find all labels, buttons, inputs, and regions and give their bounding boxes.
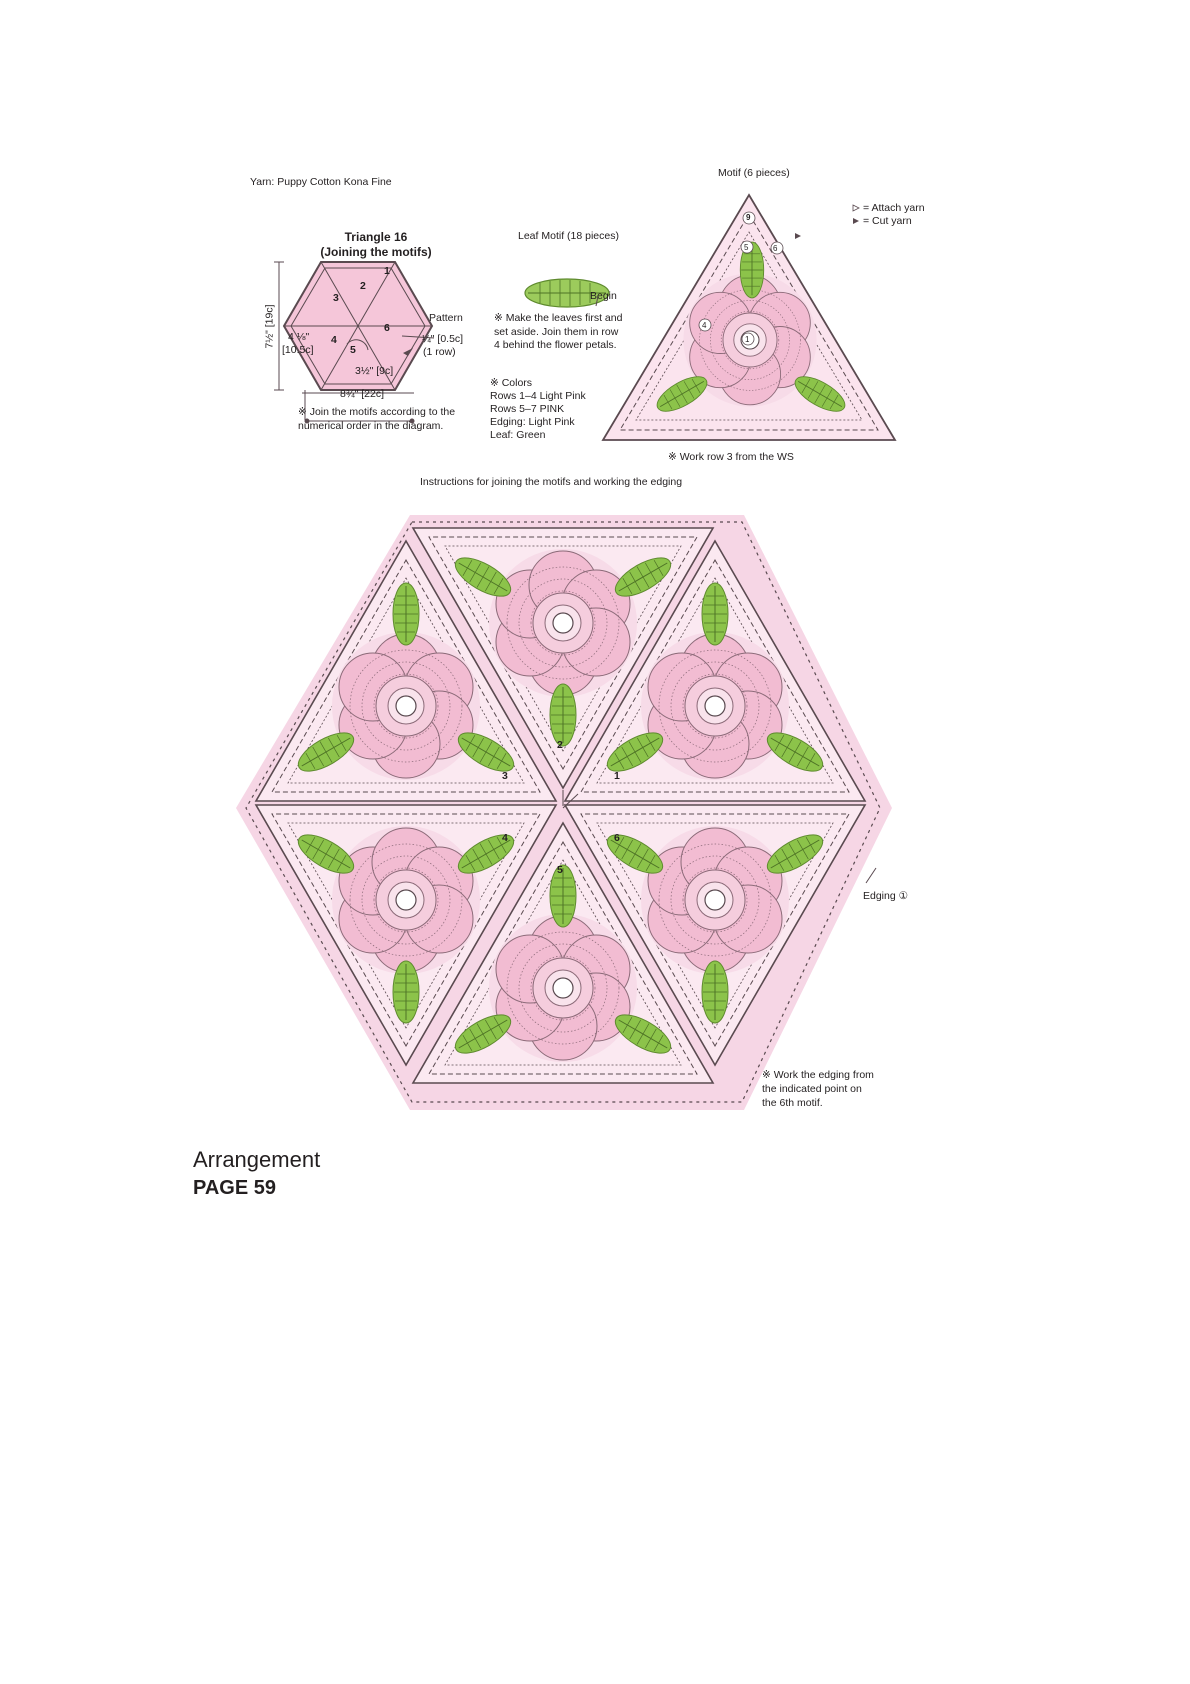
segment-label-5: 5 xyxy=(350,344,356,356)
segment-label-6: 6 xyxy=(384,322,390,334)
motif-number-4: 4 xyxy=(502,832,508,844)
joining-title: Instructions for joining the motifs and … xyxy=(420,476,683,488)
motif-row-6: 6 xyxy=(773,244,778,253)
edging-note-line2: the indicated point on xyxy=(762,1083,862,1095)
edging-note-line3: the 6th motif. xyxy=(762,1097,823,1109)
side-dimension: 4 ⅛" xyxy=(288,331,310,343)
motif-row-9: 9 xyxy=(746,213,751,222)
edge-dimension: 3½" [9c] xyxy=(355,365,394,377)
page-number: PAGE 59 xyxy=(193,1177,276,1199)
schematic-title: Triangle 16 xyxy=(344,230,408,244)
hexagon-schematic xyxy=(274,261,435,424)
join-note-line2: numerical order in the diagram. xyxy=(298,420,444,432)
join-note-line1: ※ Join the motifs according to the xyxy=(298,406,456,418)
legend-cut-yarn: = Cut yarn xyxy=(863,215,912,227)
leaf-begin-label: Begin xyxy=(590,290,617,302)
width-dimension: 8¾" [22c] xyxy=(340,388,385,400)
leaf-motif-chart xyxy=(524,278,610,308)
motif-number-2: 2 xyxy=(557,739,563,751)
segment-label-1: 1 xyxy=(384,265,390,277)
motif-ws-note: ※ Work row 3 from the WS xyxy=(668,451,794,463)
segment-label-3: 3 xyxy=(333,292,339,304)
edging-note-line1: ※ Work the edging from xyxy=(762,1069,874,1081)
segment-label-2: 2 xyxy=(360,280,366,292)
edging-label: Edging ① xyxy=(863,890,909,902)
yarn-label: Yarn: Puppy Cotton Kona Fine xyxy=(250,176,392,188)
motif-row-5: 5 xyxy=(744,243,749,252)
motif-number-3: 3 xyxy=(502,770,508,782)
color-row-3: Edging: Light Pink xyxy=(490,416,575,428)
motif-title: Motif (6 pieces) xyxy=(718,167,790,179)
motif-row-4: 4 xyxy=(702,321,707,330)
motif-row-1: 1 xyxy=(745,335,750,344)
segment-label-4: 4 xyxy=(331,334,337,346)
height-dimension: 7½" [19c] xyxy=(263,304,276,349)
color-row-2: Rows 5–7 PINK xyxy=(490,403,565,415)
color-row-4: Leaf: Green xyxy=(490,429,546,441)
border-rows: (1 row) xyxy=(423,346,456,358)
leaf-note-line3: 4 behind the flower petals. xyxy=(494,339,617,351)
leaf-motif-title: Leaf Motif (18 pieces) xyxy=(518,230,619,242)
motif-number-6: 6 xyxy=(614,832,620,844)
colors-title: ※ Colors xyxy=(490,377,533,389)
leaf-note-line1: ※ Make the leaves first and xyxy=(494,312,623,324)
motif-chart xyxy=(601,193,897,441)
border-dimension: ¼" [0.5c] xyxy=(422,333,464,345)
side-dimension-cm: [10.5c] xyxy=(282,344,314,356)
color-row-1: Rows 1–4 Light Pink xyxy=(490,390,586,402)
joined-hexagon-chart xyxy=(236,515,892,1110)
pattern-label: Pattern xyxy=(429,312,463,324)
motif-number-5: 5 xyxy=(557,864,563,876)
motif-number-1: 1 xyxy=(614,770,620,782)
leaf-note-line2: set aside. Join them in row xyxy=(494,326,619,338)
schematic-subtitle: (Joining the motifs) xyxy=(320,245,432,259)
legend-attach-yarn: = Attach yarn xyxy=(863,202,925,214)
arrangement-heading: Arrangement xyxy=(193,1147,321,1172)
